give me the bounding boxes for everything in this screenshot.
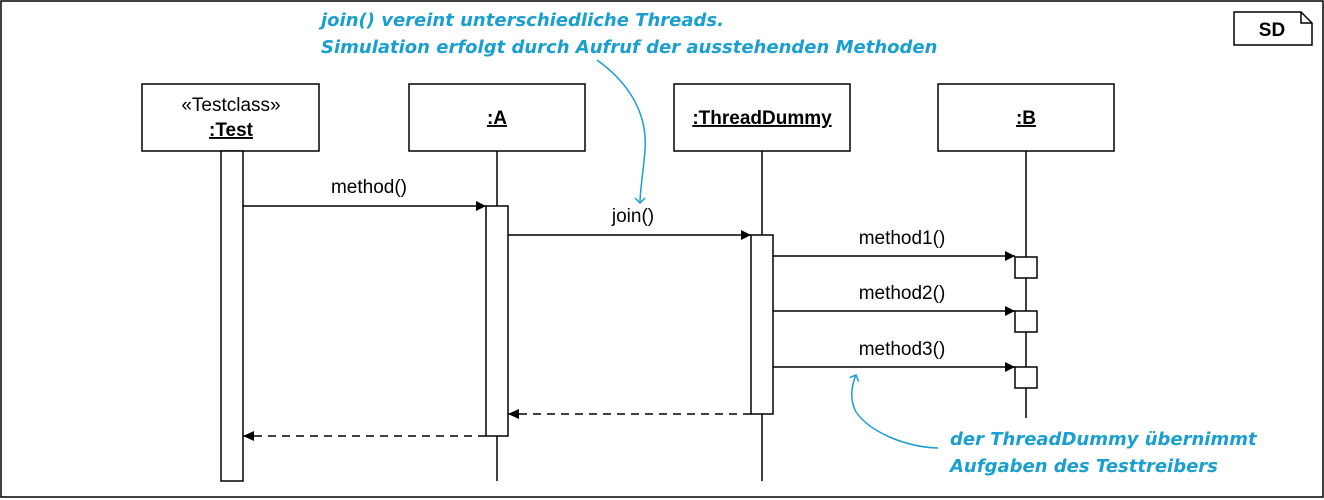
note-bottom-pointer bbox=[849, 374, 939, 449]
participant-test-name: :Test bbox=[209, 120, 254, 141]
activation-test bbox=[220, 150, 244, 482]
participant-threaddummy: :ThreadDummy bbox=[673, 83, 851, 152]
note-top: join() vereint unterschiedliche Threads.… bbox=[318, 10, 937, 205]
participant-a-name: :A bbox=[487, 108, 507, 129]
activation-threaddummy bbox=[750, 234, 774, 415]
frame-tag: SD bbox=[1233, 11, 1313, 46]
frame-tag-label: SD bbox=[1259, 20, 1285, 41]
message-method-label: method() bbox=[331, 177, 407, 198]
note-top-line-2: Simulation erfolgt durch Aufruf der auss… bbox=[321, 37, 937, 58]
note-bottom-line-1: der ThreadDummy übernimmt bbox=[950, 429, 1258, 450]
activation-b-1 bbox=[1014, 256, 1038, 279]
participant-test: «Testclass» :Test bbox=[141, 83, 320, 152]
message-join-label: join() bbox=[611, 206, 654, 227]
participant-threaddummy-name: :ThreadDummy bbox=[692, 108, 832, 129]
participant-b-name: :B bbox=[1016, 108, 1036, 129]
message-method2-label: method2() bbox=[859, 283, 946, 304]
note-top-line-1: join() vereint unterschiedliche Threads. bbox=[318, 10, 724, 31]
message-method1-label: method1() bbox=[859, 228, 946, 249]
participant-b: :B bbox=[937, 83, 1115, 152]
activation-b-2 bbox=[1014, 310, 1038, 333]
message-method3-label: method3() bbox=[859, 339, 946, 360]
note-bottom: der ThreadDummy übernimmt Aufgaben des T… bbox=[849, 374, 1258, 477]
note-top-pointer bbox=[596, 59, 646, 205]
activation-b-3 bbox=[1014, 366, 1038, 389]
note-bottom-line-2: Aufgaben des Testtreibers bbox=[948, 456, 1218, 477]
participant-a: :A bbox=[408, 83, 586, 152]
participant-test-stereotype: «Testclass» bbox=[181, 95, 280, 116]
activation-a bbox=[485, 205, 509, 437]
